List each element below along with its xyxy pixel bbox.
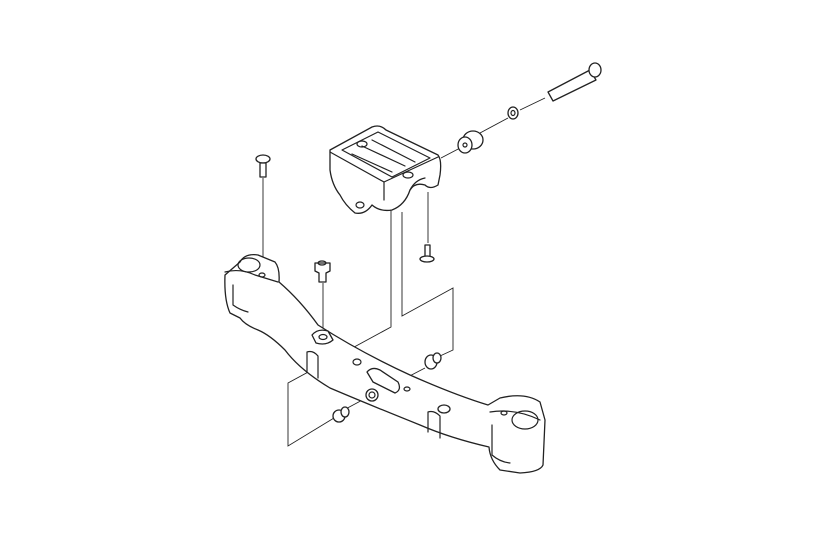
pin-left [332, 406, 350, 423]
washer [507, 106, 519, 120]
pin-right [424, 352, 442, 370]
leader-lines [262, 97, 546, 447]
screw-right [419, 244, 435, 263]
bushing [457, 130, 484, 154]
mount-bracket [329, 125, 442, 214]
frame-beam [224, 254, 546, 474]
shoulder-bolt [547, 62, 602, 102]
screw-left [255, 154, 271, 178]
flange-bolt [314, 260, 331, 283]
